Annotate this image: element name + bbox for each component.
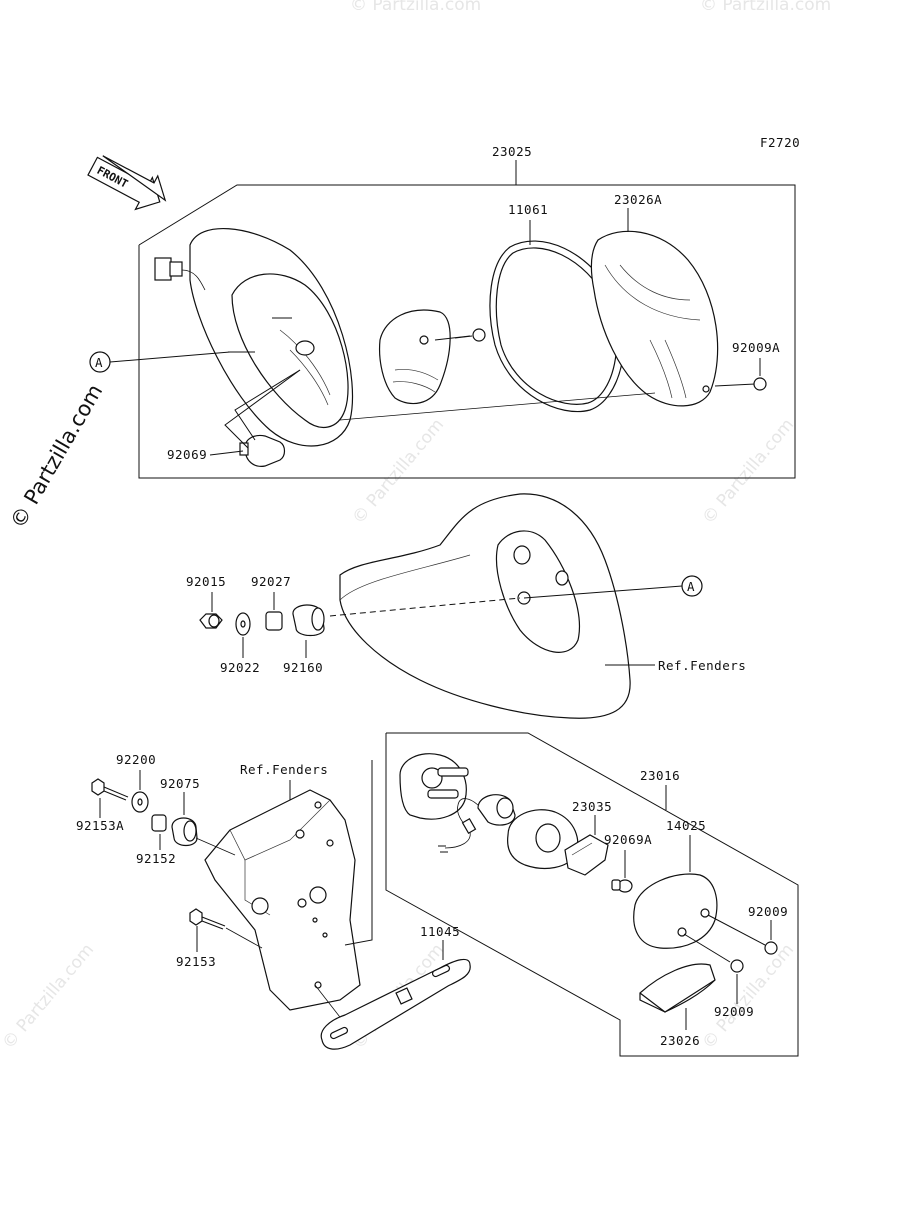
- ref-fenders-label: Ref.Fenders: [658, 658, 746, 673]
- license-light-group: 23016 23035 92069A: [344, 732, 799, 1057]
- collar-92152: [151, 814, 167, 832]
- lens-23026A: [590, 230, 719, 407]
- part-label-23026: 23026: [660, 1033, 700, 1048]
- part-label-92022: 92022: [220, 660, 260, 675]
- front-arrow-icon: FRONT: [87, 155, 167, 211]
- svg-text:A: A: [687, 579, 695, 594]
- part-label-92153a: 92153A: [76, 818, 124, 833]
- svg-text:A: A: [95, 355, 103, 370]
- taillight-assembly-group: 23025 11061: [89, 144, 796, 479]
- nut-92015: [199, 613, 223, 629]
- lens-23026: [639, 963, 716, 1013]
- part-label-92160: 92160: [283, 660, 323, 675]
- part-label-92069: 92069: [167, 447, 207, 462]
- part-label-23035: 23035: [572, 799, 612, 814]
- bolt-92153: [189, 908, 226, 930]
- part-label-14025: 14025: [666, 818, 706, 833]
- part-label-92015: 92015: [186, 574, 226, 589]
- part-label-23026a: 23026A: [614, 192, 662, 207]
- ref-callout-a-2: [681, 575, 703, 597]
- part-label-92009a: 92009A: [732, 340, 780, 355]
- grommet-92160: [292, 604, 325, 637]
- part-label-11045: 11045: [420, 924, 460, 939]
- part-label-23016: 23016: [640, 768, 680, 783]
- reflector: [378, 309, 451, 405]
- part-label-92027: 92027: [251, 574, 291, 589]
- screw-icon: [683, 933, 744, 973]
- connector-plug: [154, 257, 172, 281]
- watermark: © Partzilla.com: [349, 415, 449, 528]
- brand-watermark: © Partzilla.com: [6, 380, 108, 532]
- watermark: © Partzilla.com: [700, 0, 831, 15]
- part-label-92200: 92200: [116, 752, 156, 767]
- fender-bracket: [204, 789, 361, 1011]
- grommet-92075: [171, 817, 198, 847]
- collar-92027: [265, 611, 283, 631]
- rear-fender: [339, 493, 631, 719]
- part-label-92152: 92152: [136, 851, 176, 866]
- watermark: © Partzilla.com: [0, 940, 98, 1053]
- watermark: © Partzilla.com: [699, 940, 799, 1053]
- part-label-92009-bottom: 92009: [714, 1004, 754, 1019]
- clip-23035: [564, 834, 609, 876]
- watermark: © Partzilla.com: [350, 0, 481, 15]
- figure-code: F2720: [760, 135, 800, 150]
- screw-icon: [707, 914, 778, 955]
- license-plate-bracket-11045: [320, 958, 471, 1050]
- washer-92200: [131, 791, 149, 813]
- bolt-92153a: [91, 778, 129, 801]
- cover-14025: [633, 873, 718, 949]
- license-bracket-group: Ref.Fenders 11045 92153A: [76, 752, 471, 1050]
- bulb-92069a: [611, 879, 633, 893]
- part-label-11061: 11061: [508, 202, 548, 217]
- ref-fenders-label: Ref.Fenders: [240, 762, 328, 777]
- bulb-92069: [239, 434, 286, 467]
- screw-icon: [702, 377, 767, 393]
- part-label-92153: 92153: [176, 954, 216, 969]
- part-label-92075: 92075: [160, 776, 200, 791]
- rear-fender-group: A Ref.Fenders 92015 92022 92027 92160: [186, 493, 746, 719]
- part-label-23025: 23025: [492, 144, 532, 159]
- part-label-92069a: 92069A: [604, 832, 652, 847]
- washer-92022: [235, 612, 251, 636]
- watermark: © Partzilla.com: [699, 415, 799, 528]
- part-label-92009-top: 92009: [748, 904, 788, 919]
- screw-icon: [434, 328, 486, 342]
